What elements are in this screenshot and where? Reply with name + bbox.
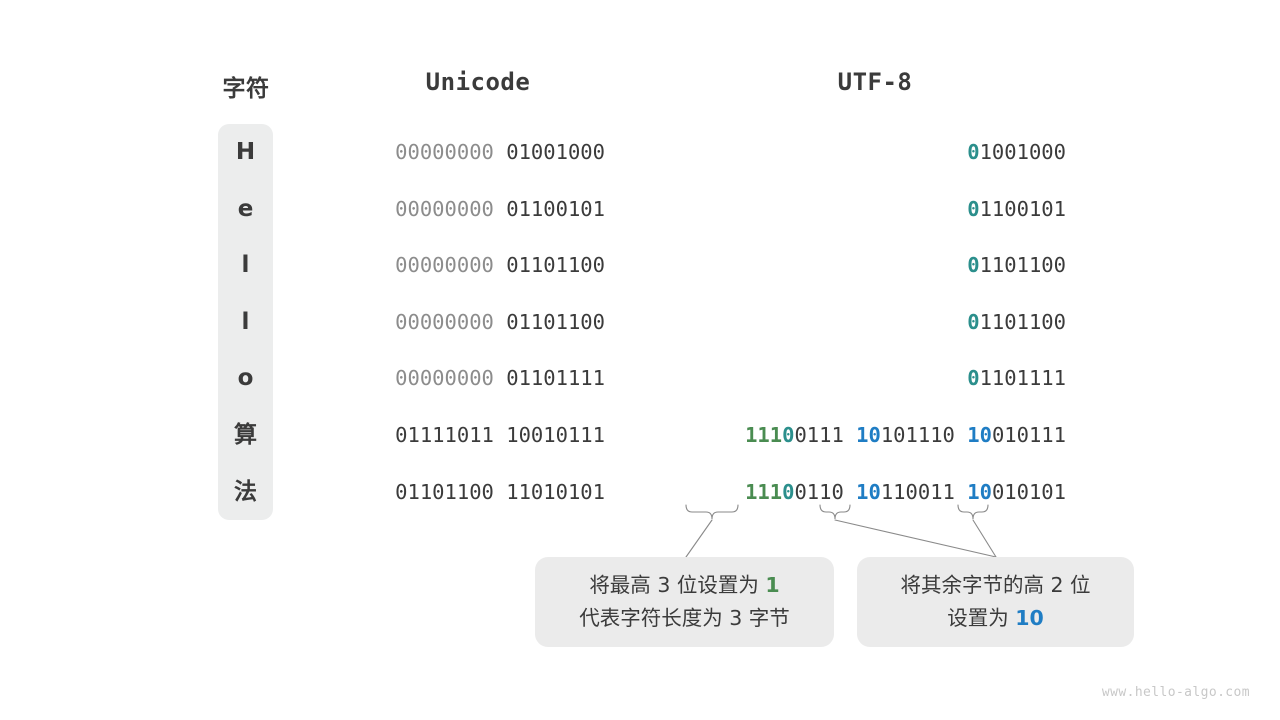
character-cell: o — [237, 365, 254, 392]
character-cell: 法 — [234, 478, 257, 505]
character-cell: H — [235, 139, 256, 165]
utf8-binary-row: 01101100 — [0, 237, 1066, 294]
unicode-binary-row: 00000000 01100101 — [0, 181, 605, 238]
bit-segment-dim: 00000000 — [395, 366, 494, 391]
bit-segment-dark: 01100101 — [506, 196, 605, 221]
bit-segment-dark: 0111 — [794, 423, 857, 447]
unicode-binary-row: 01111011 10010111 — [0, 407, 605, 464]
unicode-binary-row: 00000000 01101100 — [0, 294, 605, 351]
character-cell: l — [241, 308, 250, 335]
bit-segment-dark: 01111011 — [395, 423, 494, 447]
annotation-right-line2: 设置为 10 — [947, 602, 1044, 635]
utf8-binary-row: 01001000 — [0, 124, 1066, 181]
utf8-binary-row: 01101111 — [0, 350, 1066, 407]
character-cell: l — [241, 252, 250, 279]
bit-segment-dark: 01101100 — [506, 253, 605, 278]
bit-segment-teal: 0 — [967, 196, 980, 221]
annotation-right-line2-text: 设置为 — [947, 606, 1016, 630]
bit-segment-dark: 010101 — [991, 479, 1066, 504]
bit-segment-dark: 1101100 — [979, 253, 1066, 278]
unicode-binary-row: 00000000 01001000 — [0, 124, 605, 181]
utf8-binary-row: 01100101 — [0, 181, 1066, 238]
bit-segment-blue: 10 — [967, 423, 992, 447]
bit-segment-blue: 10 — [856, 479, 881, 504]
character-cell: 算 — [234, 422, 257, 448]
bit-segment-teal: 0 — [782, 423, 795, 447]
bit-segment-teal: 0 — [967, 309, 980, 334]
utf8-binary-row: 11100110 10110011 10010101 — [0, 464, 1066, 521]
bit-segment-teal: 0 — [967, 253, 980, 278]
annotation-left-highlight: 1 — [765, 573, 780, 597]
bit-segment-dim: 00000000 — [395, 309, 494, 334]
bit-segment-dark: 01101100 — [395, 479, 494, 504]
header-utf8: UTF-8 — [837, 68, 913, 96]
bit-segment-blue: 10 — [856, 423, 881, 447]
bit-segment-teal: 0 — [782, 479, 795, 504]
header-character: 字符 — [222, 75, 270, 101]
bit-segment-dim: 00000000 — [395, 140, 494, 164]
bit-segment-blue: 10 — [967, 479, 992, 504]
bit-segment-green: 111 — [745, 479, 783, 504]
annotation-box-length-prefix: 将最高 3 位设置为 1 代表字符长度为 3 字节 — [535, 557, 834, 647]
bit-segment-dark: 01101111 — [506, 366, 605, 391]
bit-segment-dim: 00000000 — [395, 196, 494, 221]
bit-segment-dark: 101110 — [880, 423, 968, 447]
bit-segment-dark: 1100101 — [979, 196, 1066, 221]
unicode-binary-row: 01101100 11010101 — [0, 464, 605, 521]
annotation-left-line1-text: 将最高 3 位设置为 — [589, 573, 766, 597]
utf8-binary-row: 01101100 — [0, 294, 1066, 351]
bit-segment-dark: 11010101 — [506, 479, 605, 504]
bit-segment-dark: 01101100 — [506, 309, 605, 334]
annotation-box-continuation-prefix: 将其余字节的高 2 位 设置为 10 — [857, 557, 1134, 647]
bit-segment-dark: 0110 — [794, 479, 857, 504]
unicode-binary-row: 00000000 01101111 — [0, 350, 605, 407]
annotation-left-line1: 将最高 3 位设置为 1 — [589, 569, 779, 602]
character-cell: e — [237, 195, 254, 222]
bit-segment-dark: 01001000 — [506, 140, 605, 164]
bit-segment-green: 111 — [745, 423, 783, 447]
watermark: www.hello-algo.com — [1101, 685, 1250, 700]
annotation-right-line1: 将其余字节的高 2 位 — [900, 573, 1091, 597]
bit-segment-dark: 10010111 — [506, 423, 605, 447]
bit-segment-teal: 0 — [967, 140, 980, 164]
bit-segment-dark: 1101111 — [979, 366, 1066, 391]
bit-segment-dark: 1001000 — [979, 140, 1066, 164]
annotation-left-line2: 代表字符长度为 3 字节 — [579, 606, 790, 630]
bit-segment-dark: 110011 — [880, 479, 968, 504]
unicode-binary-row: 00000000 01101100 — [0, 237, 605, 294]
bit-segment-dark: 010111 — [991, 423, 1066, 447]
header-unicode: Unicode — [425, 68, 531, 96]
annotation-right-highlight: 10 — [1015, 606, 1044, 630]
bit-segment-dark: 1101100 — [979, 309, 1066, 334]
utf8-binary-row: 11100111 10101110 10010111 — [0, 407, 1066, 464]
bit-segment-dim: 00000000 — [395, 253, 494, 278]
bit-segment-teal: 0 — [967, 366, 980, 391]
